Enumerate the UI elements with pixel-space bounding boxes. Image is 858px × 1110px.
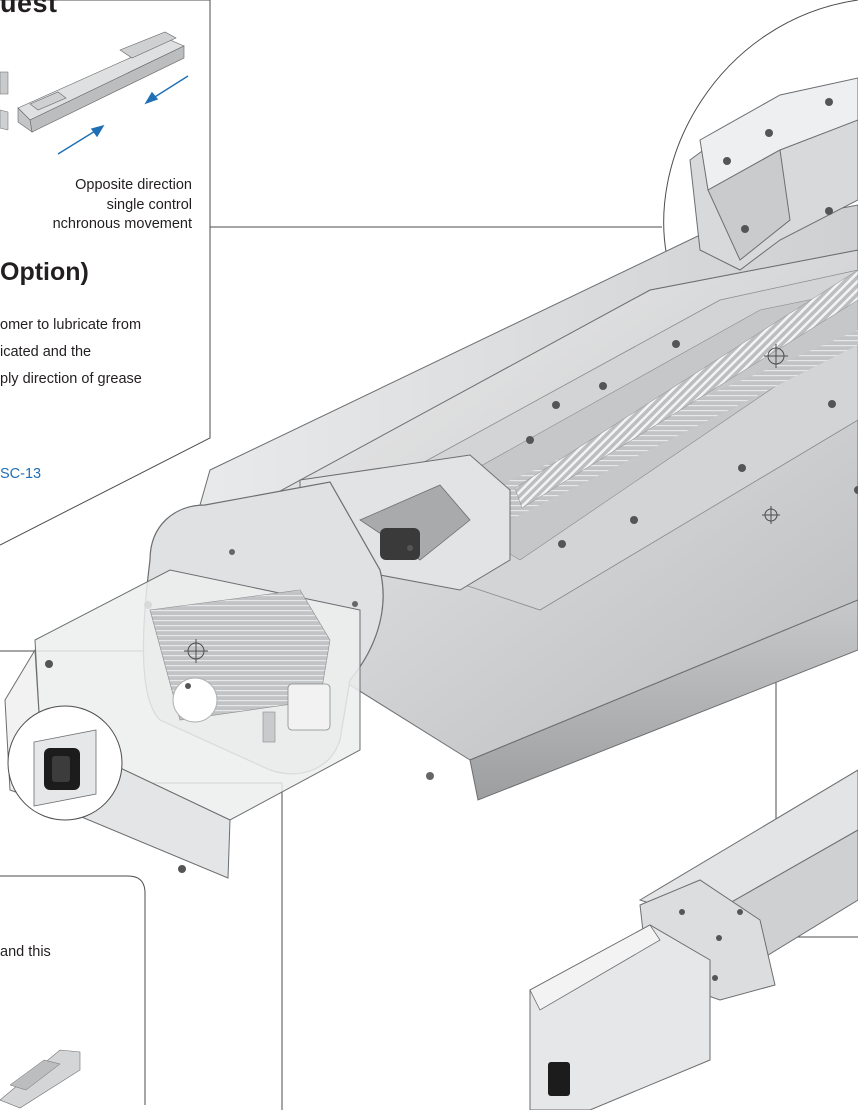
- description-line: icated and the: [0, 344, 92, 360]
- thumbnail-slide-bottom: [0, 1049, 81, 1109]
- carriage-table: [689, 77, 858, 271]
- ball-screw: [514, 269, 858, 509]
- caption-line: nchronous movement: [52, 216, 192, 232]
- connector-icon: [33, 729, 97, 807]
- section-heading-top: uest: [0, 0, 58, 18]
- thumbnail-slide: [0, 31, 185, 133]
- caption-line: single control: [106, 196, 192, 213]
- page-reference-link[interactable]: SC-13: [0, 466, 42, 482]
- direction-arrows: [57, 75, 189, 155]
- movement-caption: Opposite direction single control nchron…: [0, 176, 192, 235]
- second-actuator: [529, 769, 858, 1110]
- bottom-panel-border: [0, 875, 146, 1105]
- description-line: ply direction of grease: [0, 371, 142, 387]
- option-description: omer to lubricate from icated and the pl…: [0, 312, 142, 393]
- description-line: omer to lubricate from: [0, 317, 142, 333]
- crosshair-markers: [184, 344, 788, 663]
- top-panel-border: [0, 0, 211, 546]
- caption-line: Opposite direction: [75, 177, 192, 193]
- bottom-panel-text: and this: [0, 944, 51, 960]
- option-heading: Option): [0, 258, 89, 286]
